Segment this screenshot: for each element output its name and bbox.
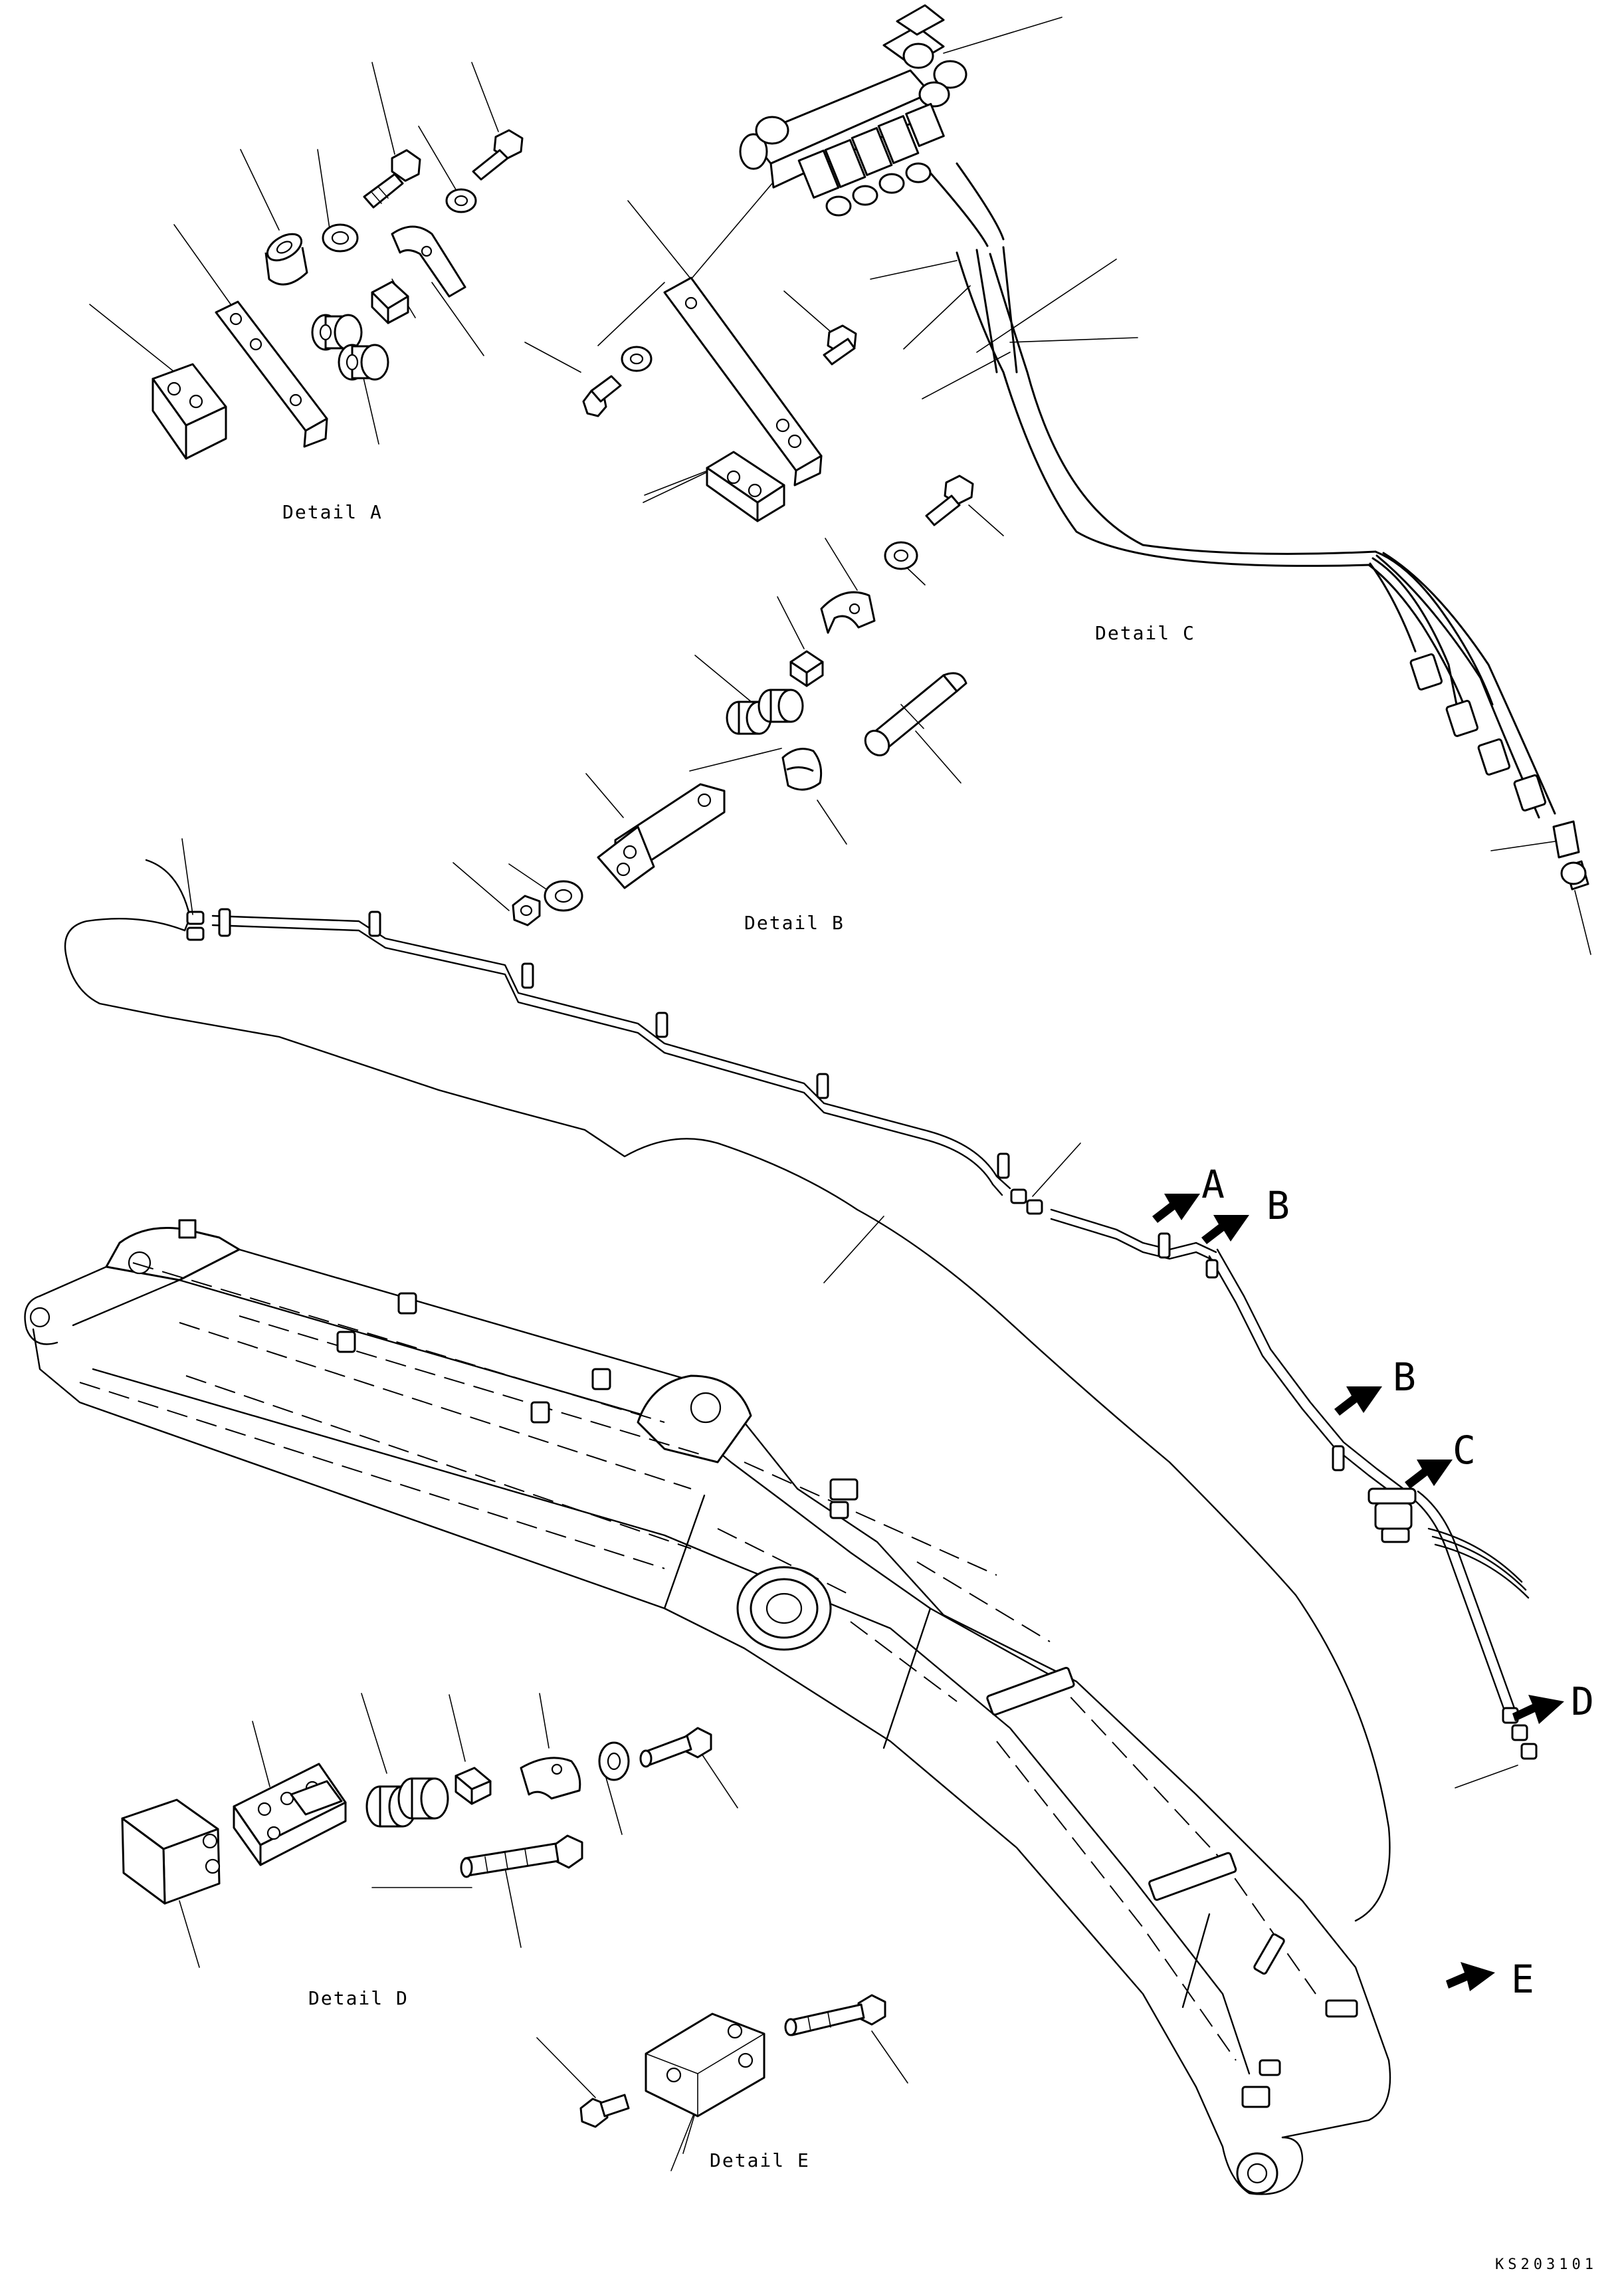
detail-a-label: Detail A — [282, 501, 383, 523]
arrow-a-icon — [1152, 1194, 1200, 1223]
detail-e-plate — [645, 2012, 765, 2118]
arrow-b-icon — [1201, 1215, 1249, 1244]
callout-e: E — [1446, 1957, 1534, 2002]
detail-a-mid-bolt — [823, 324, 857, 366]
arrow-e-icon — [1446, 1962, 1495, 1991]
callout-b-2-letter: B — [1393, 1355, 1416, 1400]
detail-a-group: Detail A — [89, 62, 524, 523]
detail-a-block-plate — [706, 451, 785, 522]
detail-a-mid-washer — [621, 346, 653, 372]
detail-e-label: Detail E — [710, 2149, 810, 2171]
callout-a: A — [1152, 1162, 1225, 1223]
detail-c-label: Detail C — [1095, 622, 1195, 644]
detail-b-pin — [864, 672, 967, 756]
callout-b-2: B — [1334, 1355, 1416, 1416]
detail-a-bracket-group — [582, 276, 857, 522]
detail-d-small-block — [455, 1767, 492, 1805]
detail-a-bracket-strap — [215, 300, 328, 448]
boom — [24, 1219, 1391, 2195]
detail-a-long-plate — [663, 276, 823, 487]
route-manifold — [1368, 1487, 1417, 1543]
pipe-routes — [64, 838, 1538, 1922]
detail-a-grommet-2 — [338, 344, 389, 381]
callout-b-1: B — [1201, 1183, 1290, 1244]
detail-d-clamp-cap — [520, 1757, 581, 1800]
detail-d-block — [121, 1798, 221, 1905]
detail-b-block — [789, 650, 824, 687]
detail-b-washer — [884, 541, 918, 570]
detail-a-bolt-2 — [472, 129, 524, 181]
detail-b-group: Detail B — [453, 475, 1004, 934]
boom-clamps — [336, 1292, 1358, 2108]
detail-a-collar — [264, 233, 308, 286]
detail-d-bolt — [639, 1727, 712, 1768]
arrow-b-2-icon — [1334, 1386, 1382, 1416]
detail-b-clamp-cap — [820, 591, 876, 634]
detail-a-bolt — [363, 149, 421, 209]
arrow-c-icon — [1405, 1460, 1453, 1489]
detail-d-label: Detail D — [308, 1987, 409, 2009]
callout-c-letter: C — [1453, 1428, 1476, 1473]
detail-c-hose-bundle — [929, 162, 1591, 955]
detail-d-grommets — [365, 1777, 449, 1828]
callout-e-letter: E — [1511, 1957, 1534, 2002]
detail-b-bolt — [925, 475, 974, 526]
route-clamps — [218, 908, 1538, 1760]
detail-a-plate-block — [152, 363, 227, 460]
detail-a-washer — [322, 223, 359, 253]
detail-d-long-bolt — [460, 1834, 583, 1878]
detail-d-plate — [233, 1763, 347, 1866]
drawing-code: KS203101 — [1495, 2256, 1597, 2273]
detail-a-clamp-block — [371, 280, 409, 324]
detail-b-washer-2 — [544, 880, 583, 912]
callout-b-letter: B — [1267, 1183, 1290, 1228]
detail-b-nut — [512, 895, 541, 926]
callout-a-letter: A — [1201, 1162, 1225, 1207]
callout-d: D — [1512, 1679, 1594, 1724]
callout-d-letter: D — [1571, 1679, 1594, 1724]
detail-b-label: Detail B — [744, 912, 845, 934]
detail-e-bolt — [784, 1994, 886, 2036]
detail-b-clamp-half — [781, 748, 823, 791]
detail-a-clamp-cap — [391, 225, 466, 298]
detail-b-bracket — [597, 783, 726, 889]
callout-c: C — [1405, 1428, 1476, 1489]
detail-a-stud — [582, 375, 622, 417]
detail-e-short-bolt — [579, 2094, 630, 2128]
detail-a-washer-2 — [445, 188, 477, 213]
detail-d-group: Detail D — [121, 1693, 738, 2009]
arrow-d-icon — [1512, 1695, 1564, 1724]
detail-b-grommet — [726, 689, 804, 735]
detail-d-washer — [598, 1741, 630, 1781]
detail-c-manifold — [739, 4, 967, 217]
detail-c-group: Detail C — [524, 4, 1591, 955]
detail-e-group: Detail E — [536, 1994, 908, 2171]
